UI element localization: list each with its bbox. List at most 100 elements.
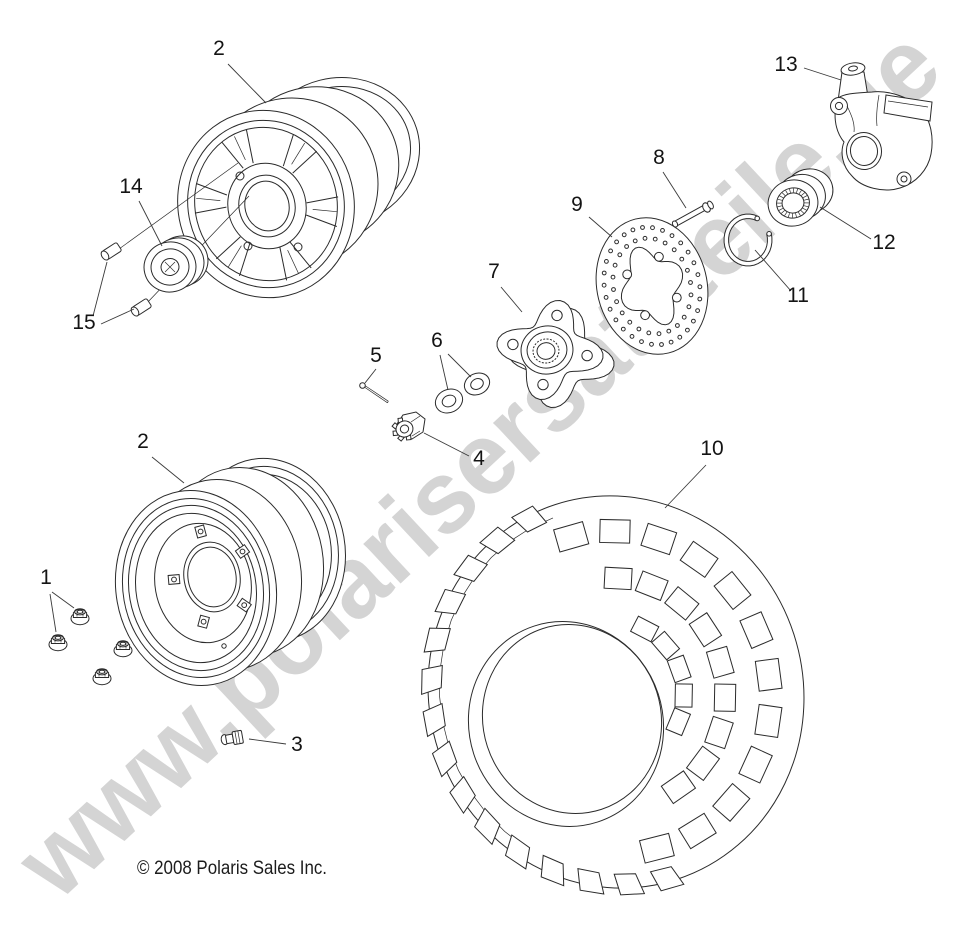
roller-tick [778,207,784,211]
snap-ring-end [766,231,772,237]
disc-hole [614,299,619,305]
callout-bearing: 12 [872,231,895,254]
disc-hole [614,239,619,245]
bolt-tab [197,614,210,629]
disc-hole [624,244,629,249]
steel-wheel-drawing [114,457,346,687]
callout-cotter-pin: 5 [370,344,382,367]
disc-hole [627,319,633,325]
tread-block [640,522,678,556]
disc-hole [662,240,668,246]
spoke-split-line [228,245,242,268]
disc-hole [679,256,685,262]
disc-hole [639,339,644,345]
disc-hole [610,274,616,280]
tread-block [754,657,783,692]
spoke-split-line [234,136,246,161]
tread-block [688,612,723,648]
disc-hole [695,272,701,278]
valve-ribs [234,730,241,745]
callout-plugs: 15 [72,311,95,334]
tread-block [599,518,631,544]
tread-block [739,611,774,650]
roller-tick [802,207,807,211]
bolt-tab [234,543,251,560]
roller-tick [802,195,808,199]
disc-hole [608,248,613,254]
callout-steel-wheel-rim: 2 [137,430,149,453]
roller-tick [789,188,791,193]
disc-hole [632,238,638,244]
roller-tick [787,213,790,218]
disc-hole [629,334,635,339]
cap-detail [164,261,176,273]
tab-hole [197,528,204,535]
roller-tick [785,190,789,195]
leader-cast-wheel-rim-0 [227,63,267,104]
disc-hole [678,240,684,246]
disc-hole [649,341,654,347]
tread-block [713,570,752,611]
disc-hole [613,317,619,323]
cotter-pin-drawing [359,382,389,404]
lug-hole [243,241,253,251]
spoke-line [292,150,318,174]
bearing-drawing [767,168,834,227]
tread-block [553,521,590,553]
tab-hole [241,602,248,608]
disc-hole [668,339,674,345]
leader-lug-nuts-1 [49,593,57,633]
disc-hole [688,280,693,285]
disc-hole [695,308,700,314]
tab-hole [239,548,246,555]
disc-hole [604,259,609,264]
tread-block [634,570,669,602]
tab-hole [171,576,177,583]
disc-hole [691,260,697,266]
tread-block [674,683,693,708]
tab-hole [200,618,207,625]
disc-hole [666,328,672,334]
tread-block [665,707,692,737]
tread-block [629,615,660,643]
tread-block [713,683,737,712]
leader-bearing-0 [819,206,872,240]
leader-cotter-pin-0 [364,368,377,384]
disc-hole [607,306,613,312]
disc-hole [611,287,616,292]
callout-valve-stem: 3 [291,733,303,756]
tread-block [660,770,697,805]
tread-block [666,654,692,684]
tread-block [603,566,633,591]
bolt-drawing [671,200,714,228]
roller-tick [779,195,784,199]
callout-lug-nuts: 1 [40,566,52,589]
plug-end [100,250,110,261]
tread-knob [434,588,467,615]
tread-knob [577,867,605,895]
roller-tick [781,210,785,214]
spoke-line [306,196,339,204]
disc-hole [677,334,683,340]
leader-brake-disc-0 [588,216,613,238]
leader-steering-knuckle-0 [803,67,842,81]
spoke-line [279,246,288,281]
valve-stem-drawing [220,729,244,746]
disc-hole [642,235,648,241]
disc-hole [620,326,626,332]
disc-hole [617,252,623,258]
plug-drawings [100,242,152,317]
leader-washers-1 [447,353,472,378]
lug-nut-drawing [70,608,90,626]
spoke-line [194,206,227,214]
roller-tick [784,212,788,216]
roller-tick [781,192,786,196]
hub-bolt-hole [507,338,519,351]
spoke-split-line [312,209,337,213]
disc-hole [636,326,642,332]
leader-castle-nut-0 [423,432,470,457]
disc-mount-hole [640,310,650,321]
roller-tick [795,213,797,218]
wheel-spokes [194,129,339,281]
leader-washers-0 [439,354,449,391]
